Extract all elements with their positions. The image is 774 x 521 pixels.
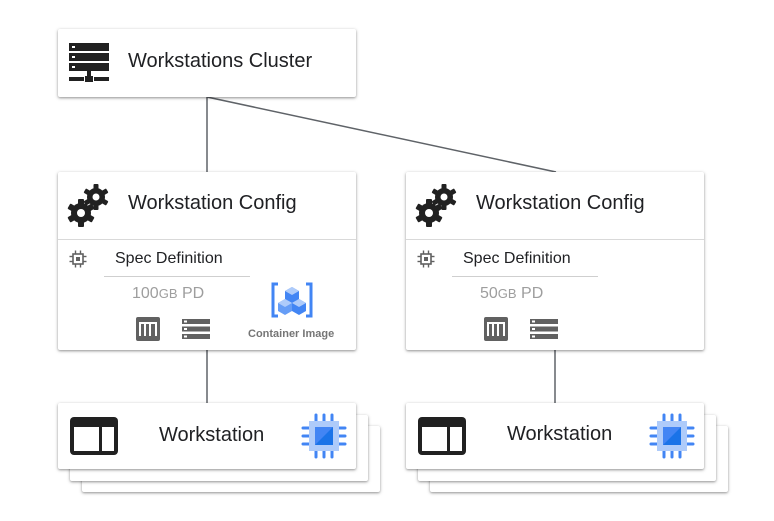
gears-icon <box>414 182 460 228</box>
chip-outline-icon <box>417 250 435 268</box>
disk-size-label: 50GB PD <box>480 285 544 302</box>
compute-chip-icon <box>649 413 695 459</box>
config-divider <box>58 239 356 240</box>
config-divider <box>406 239 704 240</box>
compute-chip-icon <box>301 413 347 459</box>
connector-cluster-to-config-2 <box>206 96 557 173</box>
browser-window-icon <box>418 417 466 455</box>
spec-definition-label: Spec Definition <box>463 250 571 267</box>
cluster-card[interactable]: Workstations Cluster <box>58 29 356 97</box>
workstation-config-card-2[interactable]: Workstation Config Spec Definition 50GB … <box>406 172 704 350</box>
container-image-icon <box>270 282 314 318</box>
server-rack-icon <box>68 42 110 84</box>
spec-definition-label: Spec Definition <box>115 250 223 267</box>
spec-underline <box>104 276 250 277</box>
machine-type-icon <box>136 317 160 341</box>
machine-type-icon <box>484 317 508 341</box>
gears-icon <box>66 182 112 228</box>
storage-list-icon <box>182 319 210 339</box>
config-title: Workstation Config <box>128 192 297 214</box>
spec-underline <box>452 276 598 277</box>
chip-outline-icon <box>69 250 87 268</box>
disk-size-label: 100GB PD <box>132 285 205 302</box>
config-title: Workstation Config <box>476 192 645 214</box>
storage-list-icon <box>530 319 558 339</box>
workstation-card-1[interactable]: Workstation <box>58 403 356 469</box>
workstation-card-2[interactable]: Workstation <box>406 403 704 469</box>
container-image-label: Container Image <box>248 328 335 340</box>
workstation-config-card-1[interactable]: Workstation Config Spec Definition 100GB… <box>58 172 356 350</box>
cluster-title: Workstations Cluster <box>128 50 313 72</box>
browser-window-icon <box>70 417 118 455</box>
workstation-title: Workstation <box>159 424 265 446</box>
workstation-title: Workstation <box>507 423 613 445</box>
